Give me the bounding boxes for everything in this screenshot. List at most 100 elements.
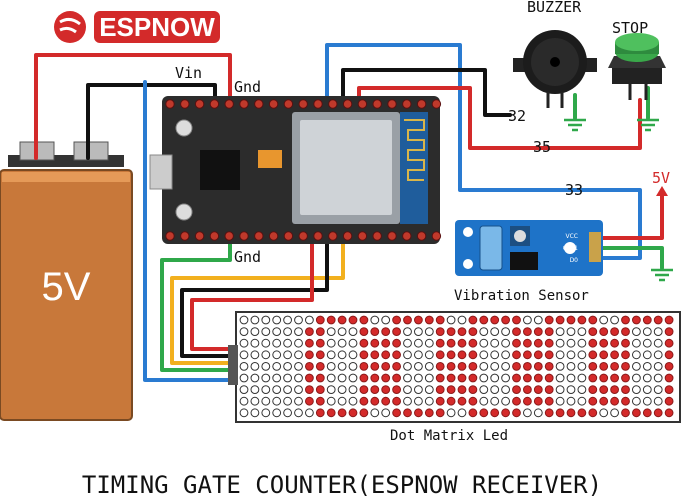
led-dot-off [250,408,260,418]
vibration-sensor-label: Vibration Sensor [454,288,589,304]
led-dot-on [381,385,391,395]
led-dot-on [566,408,576,418]
led-dot-off [424,373,434,383]
led-dot-on [435,396,445,406]
led-dot-off [326,373,336,383]
header-pin [328,99,338,109]
header-pin [268,99,279,109]
led-dot-off [642,327,652,337]
led-dot-off [479,385,489,395]
led-dot-off [283,327,293,337]
led-dot-on [457,373,467,383]
led-dot-on [512,385,521,395]
led-dot-on [664,396,674,406]
led-dot-off [337,327,347,337]
wire-pin35-stop [357,86,642,150]
wire-black-matrix [180,236,329,358]
led-dot-off [501,385,511,395]
led-dot-on [588,338,598,348]
header-pin [268,231,279,241]
led-dot-off [250,338,260,348]
wire-blue-matrix [143,80,234,382]
wires [34,43,664,382]
led-dot-off [414,350,423,360]
espnow-logo: ESPNOW [54,11,220,43]
stop-label: STOP [612,19,648,37]
led-dot-on [490,408,500,418]
led-dot-off [370,408,380,418]
led-dot-off [566,350,576,360]
led-dot-on [370,327,380,337]
led-dot-off [533,315,543,325]
led-dot-off [250,350,260,360]
stop-ground-symbol [637,118,659,132]
led-dot-off [326,362,336,371]
led-dot-off [555,385,565,395]
led-dot-off [337,385,347,395]
header-pin [313,231,323,241]
led-dot-on [424,408,434,418]
led-dot-on [468,327,478,337]
led-dot-off [577,350,587,360]
led-dot-off [501,350,511,360]
led-dot-off [479,396,489,406]
led-dot-off [642,385,652,395]
page-title: TIMING GATE COUNTER(ESPNOW RECEIVER) [82,471,602,499]
led-dot-off [566,362,576,371]
led-dot-off [653,327,663,337]
led-dot-on [446,396,456,406]
led-dot-on [479,315,489,325]
led-dot-on [305,350,314,360]
sensor-pin-vcc: VCC [566,233,578,240]
led-dot-off [261,362,271,371]
led-dot-off [250,327,260,337]
led-dot-on [424,315,434,325]
led-dot-on [348,315,358,325]
led-dot-off [566,396,576,406]
led-dot-off [239,362,249,371]
led-dot-on [664,373,674,383]
led-dot-off [294,373,303,383]
led-dot-off [446,408,456,418]
led-dot-off [642,362,652,371]
header-pin [239,231,249,241]
led-dot-off [239,373,249,383]
battery: 5V [0,141,133,421]
led-dot-on [468,350,478,360]
five-v-label: 5V [652,169,670,187]
led-dot-off [490,373,500,383]
led-dot-on [653,408,663,418]
en-button [175,119,193,137]
led-dot-off [632,373,641,383]
led-dot-on [414,315,423,325]
wire-gnd-matrix [160,236,234,372]
led-dot-on [523,362,532,371]
led-dot-off [490,362,500,371]
led-dot-on [610,373,619,383]
led-dot-off [294,338,303,348]
led-dot-on [588,315,598,325]
led-dot-off [239,350,249,360]
led-dot-on [435,408,445,418]
header-pin [313,99,323,109]
led-dot-off [555,362,565,371]
led-dot-on [315,315,325,325]
led-dot-off [403,373,412,383]
led-dot-on [632,408,641,418]
led-dot-on [468,362,478,371]
header-pin [416,231,427,241]
header-pin [180,231,190,241]
led-dot-on [435,362,445,371]
led-dot-off [283,338,293,348]
led-dot-off [272,396,282,406]
espressif-icon [54,11,86,43]
led-dot-off [283,385,293,395]
led-dot-on [392,338,402,348]
led-dot-off [272,385,282,395]
led-dot-on [457,350,467,360]
header-pin [372,231,382,241]
led-dot-on [588,396,598,406]
header-pin [283,231,294,241]
led-dot-on [653,315,663,325]
led-dot-on [326,408,336,418]
